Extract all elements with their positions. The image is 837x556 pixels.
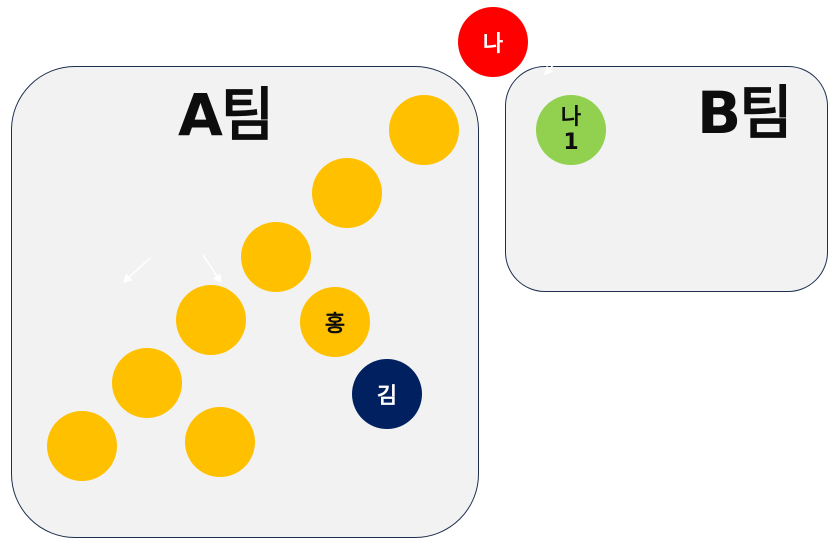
team-a-member-hong[interactable]: 홍 <box>300 287 370 357</box>
team-b-member-line1: 나 <box>560 104 582 130</box>
team-a-member[interactable] <box>47 411 117 481</box>
team-a-member[interactable] <box>241 222 311 292</box>
team-a-label: A팀 <box>178 81 274 149</box>
team-a-member[interactable] <box>389 95 459 165</box>
team-a-member[interactable] <box>176 285 246 355</box>
team-a-member-kim[interactable]: 김 <box>352 359 422 429</box>
team-a-member[interactable] <box>185 407 255 477</box>
team-b-member-line2: 1 <box>563 130 579 155</box>
outside-member-na[interactable]: 나 <box>458 7 528 77</box>
team-a-member[interactable] <box>112 348 182 418</box>
team-b-label: B팀 <box>697 79 793 147</box>
team-a-member[interactable] <box>312 158 382 228</box>
team-b-member-na1[interactable]: 나 1 <box>536 95 606 165</box>
